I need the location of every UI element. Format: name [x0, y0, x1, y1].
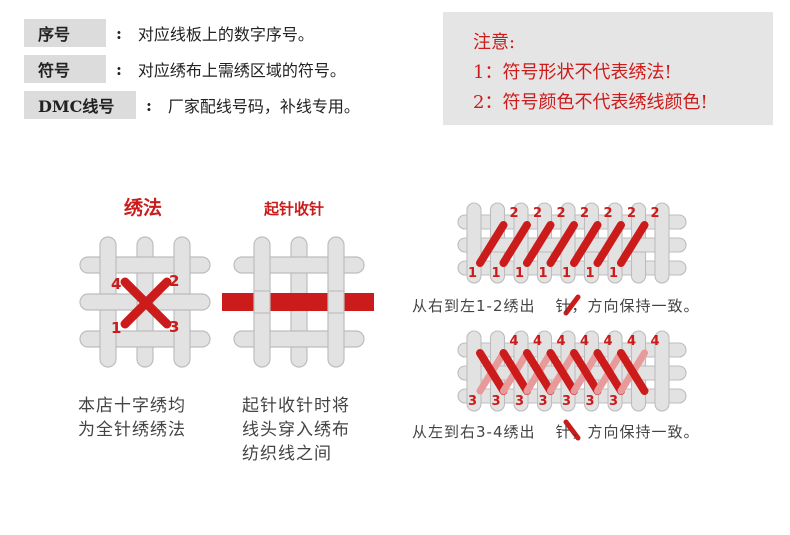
start-end-title: 起针收针 [264, 200, 325, 218]
row1-top-label: 2 [604, 206, 613, 221]
legend-colon: : [116, 23, 122, 43]
row2-bottom-label: 3 [515, 394, 524, 409]
legend-desc-dmc: 厂家配线号码，补线专用。 [167, 97, 360, 116]
row2-top-label: 4 [651, 334, 660, 349]
method-caption-line-1: 本店十字绣均 [78, 396, 186, 416]
row2-bottom-label: 3 [609, 394, 618, 409]
row1-stitch [593, 221, 625, 267]
row2-top-label: 4 [510, 334, 519, 349]
legend-key-index: 序号 [24, 19, 106, 47]
legend-desc-symbol: 对应绣布上需绣区域的符号。 [137, 61, 346, 80]
row1-bottom-label: 1 [468, 266, 477, 281]
method-label-1: 1 [111, 319, 121, 337]
row1-top-label: 2 [651, 206, 660, 221]
row1-stitch [476, 221, 508, 267]
row1-strip: 2 1 2 1 2 1 2 1 2 1 2 1 2 1 [457, 202, 687, 284]
row2-stitch [499, 349, 531, 395]
row1-bottom-label: 1 [586, 266, 595, 281]
row2-top-label: 4 [533, 334, 542, 349]
row2-strip: 4 3 4 3 4 3 4 3 4 3 4 3 4 3 [457, 330, 687, 412]
legend-colon: : [146, 95, 152, 115]
note-item-1: 1：符号形状不代表绣法! [473, 62, 672, 83]
row2-stitch [570, 349, 602, 395]
row1-stitch [499, 221, 531, 267]
row1-instruction-before: 从右到左1-2绣出 [412, 297, 536, 315]
row2-top-label: 4 [604, 334, 613, 349]
row1-stitch [523, 221, 555, 267]
row1-top-label: 2 [580, 206, 589, 221]
row2-instruction: 从左到右3-4绣出 针，方向保持一致。 [412, 421, 700, 442]
row1-bottom-label: 1 [609, 266, 618, 281]
row2-bottom-label: 3 [586, 394, 595, 409]
method-title: 绣法 [124, 197, 163, 219]
start-end-caption: 起针收针时将 线头穿入绣布 纺织线之间 [242, 394, 350, 466]
method-grid [79, 236, 211, 368]
legend-row-dmc: DMC线号 : 厂家配线号码，补线专用。 [24, 91, 360, 119]
start-end-caption-line-3: 纺织线之间 [242, 444, 332, 464]
row2-instruction-before: 从左到右3-4绣出 [412, 423, 536, 441]
legend-desc-index: 对应线板上的数字序号。 [137, 25, 314, 44]
row2-top-label: 4 [580, 334, 589, 349]
row2-bottom-label: 3 [562, 394, 571, 409]
note-title: 注意: [473, 32, 516, 53]
row1-top-label: 2 [510, 206, 519, 221]
row1-bottom-label: 1 [515, 266, 524, 281]
row1-top-label: 2 [627, 206, 636, 221]
row2-instruction-after: 针，方向保持一致。 [555, 423, 700, 441]
row2-top-label: 4 [557, 334, 566, 349]
row2-bottom-label: 3 [468, 394, 477, 409]
row2-top-label: 4 [627, 334, 636, 349]
method-caption: 本店十字绣均 为全针绣绣法 [78, 394, 186, 442]
row1-instruction-after: 针，方向保持一致。 [555, 297, 700, 315]
row2-stitch [476, 349, 508, 395]
legend-colon: : [116, 59, 122, 79]
row2-bottom-label: 3 [539, 394, 548, 409]
row1-bottom-label: 1 [492, 266, 501, 281]
legend-row-index: 序号 : 对应线板上的数字序号。 [24, 19, 314, 47]
row1-bottom-label: 1 [539, 266, 548, 281]
method-label-4: 4 [111, 275, 121, 293]
legend-key-symbol: 符号 [24, 55, 106, 83]
row1-bottom-label: 1 [562, 266, 571, 281]
method-caption-line-2: 为全针绣绣法 [78, 420, 186, 440]
row1-top-label: 2 [557, 206, 566, 221]
note-box: 注意: 1：符号形状不代表绣法! 2：符号颜色不代表绣线颜色! [443, 12, 773, 125]
start-end-caption-line-2: 线头穿入绣布 [242, 420, 350, 440]
row1-stitch [570, 221, 602, 267]
slash-stitch-icon [563, 294, 581, 316]
row2-bottom-label: 3 [492, 394, 501, 409]
method-label-3: 3 [169, 318, 179, 336]
row2-stitch [617, 349, 649, 395]
row1-stitch [617, 221, 649, 267]
backslash-stitch-icon [563, 419, 581, 441]
note-item-2: 2：符号颜色不代表绣线颜色! [473, 92, 708, 113]
start-end-caption-line-1: 起针收针时将 [242, 396, 350, 416]
row2-stitch [523, 349, 555, 395]
legend-row-symbol: 符号 : 对应绣布上需绣区域的符号。 [24, 55, 346, 83]
row2-stitch [593, 349, 625, 395]
legend-key-dmc: DMC线号 [24, 91, 136, 119]
row1-stitch [546, 221, 578, 267]
row2-stitch [546, 349, 578, 395]
row1-top-label: 2 [533, 206, 542, 221]
method-label-2: 2 [169, 272, 179, 290]
row1-instruction: 从右到左1-2绣出 针，方向保持一致。 [412, 295, 700, 316]
